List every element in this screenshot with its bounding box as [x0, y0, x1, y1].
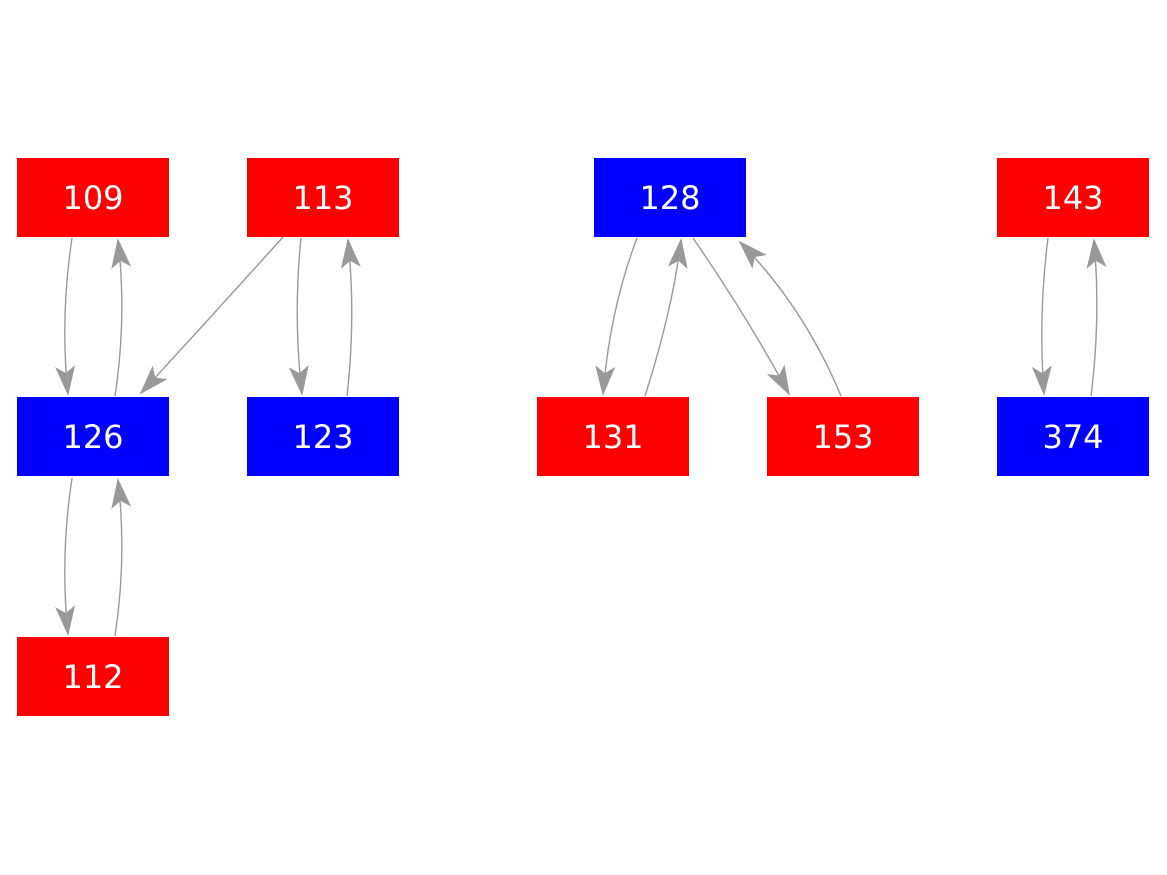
node-label: 126	[62, 417, 124, 456]
node-label: 112	[62, 657, 124, 696]
node-113: 113	[247, 158, 399, 237]
edge-112-to-126	[111, 478, 132, 637]
node-374: 374	[997, 397, 1149, 476]
node-131: 131	[537, 397, 689, 476]
edge-131-to-128	[644, 238, 688, 397]
edge-113-to-126	[139, 236, 284, 395]
node-112: 112	[17, 637, 169, 716]
edge-113-to-123	[288, 237, 309, 396]
edge-126-to-109	[111, 238, 132, 397]
node-128: 128	[594, 158, 746, 237]
node-123: 123	[247, 397, 399, 476]
edge-374-to-143	[1086, 238, 1107, 397]
node-label: 109	[62, 178, 124, 217]
edge-126-to-112	[55, 477, 76, 636]
node-143: 143	[997, 158, 1149, 237]
edge-128-to-153	[692, 237, 790, 396]
node-label: 131	[582, 417, 644, 456]
edge-128-to-131	[595, 237, 638, 396]
node-153: 153	[767, 397, 919, 476]
edge-109-to-126	[55, 237, 76, 396]
node-126: 126	[17, 397, 169, 476]
node-label: 123	[292, 417, 354, 456]
edge-123-to-113	[340, 238, 361, 397]
edge-143-to-374	[1031, 237, 1052, 396]
node-label: 128	[639, 178, 701, 217]
node-label: 113	[292, 178, 354, 217]
node-label: 153	[812, 417, 874, 456]
node-109: 109	[17, 158, 169, 237]
node-label: 143	[1042, 178, 1104, 217]
node-label: 374	[1042, 417, 1104, 456]
edge-153-to-128	[738, 240, 842, 397]
